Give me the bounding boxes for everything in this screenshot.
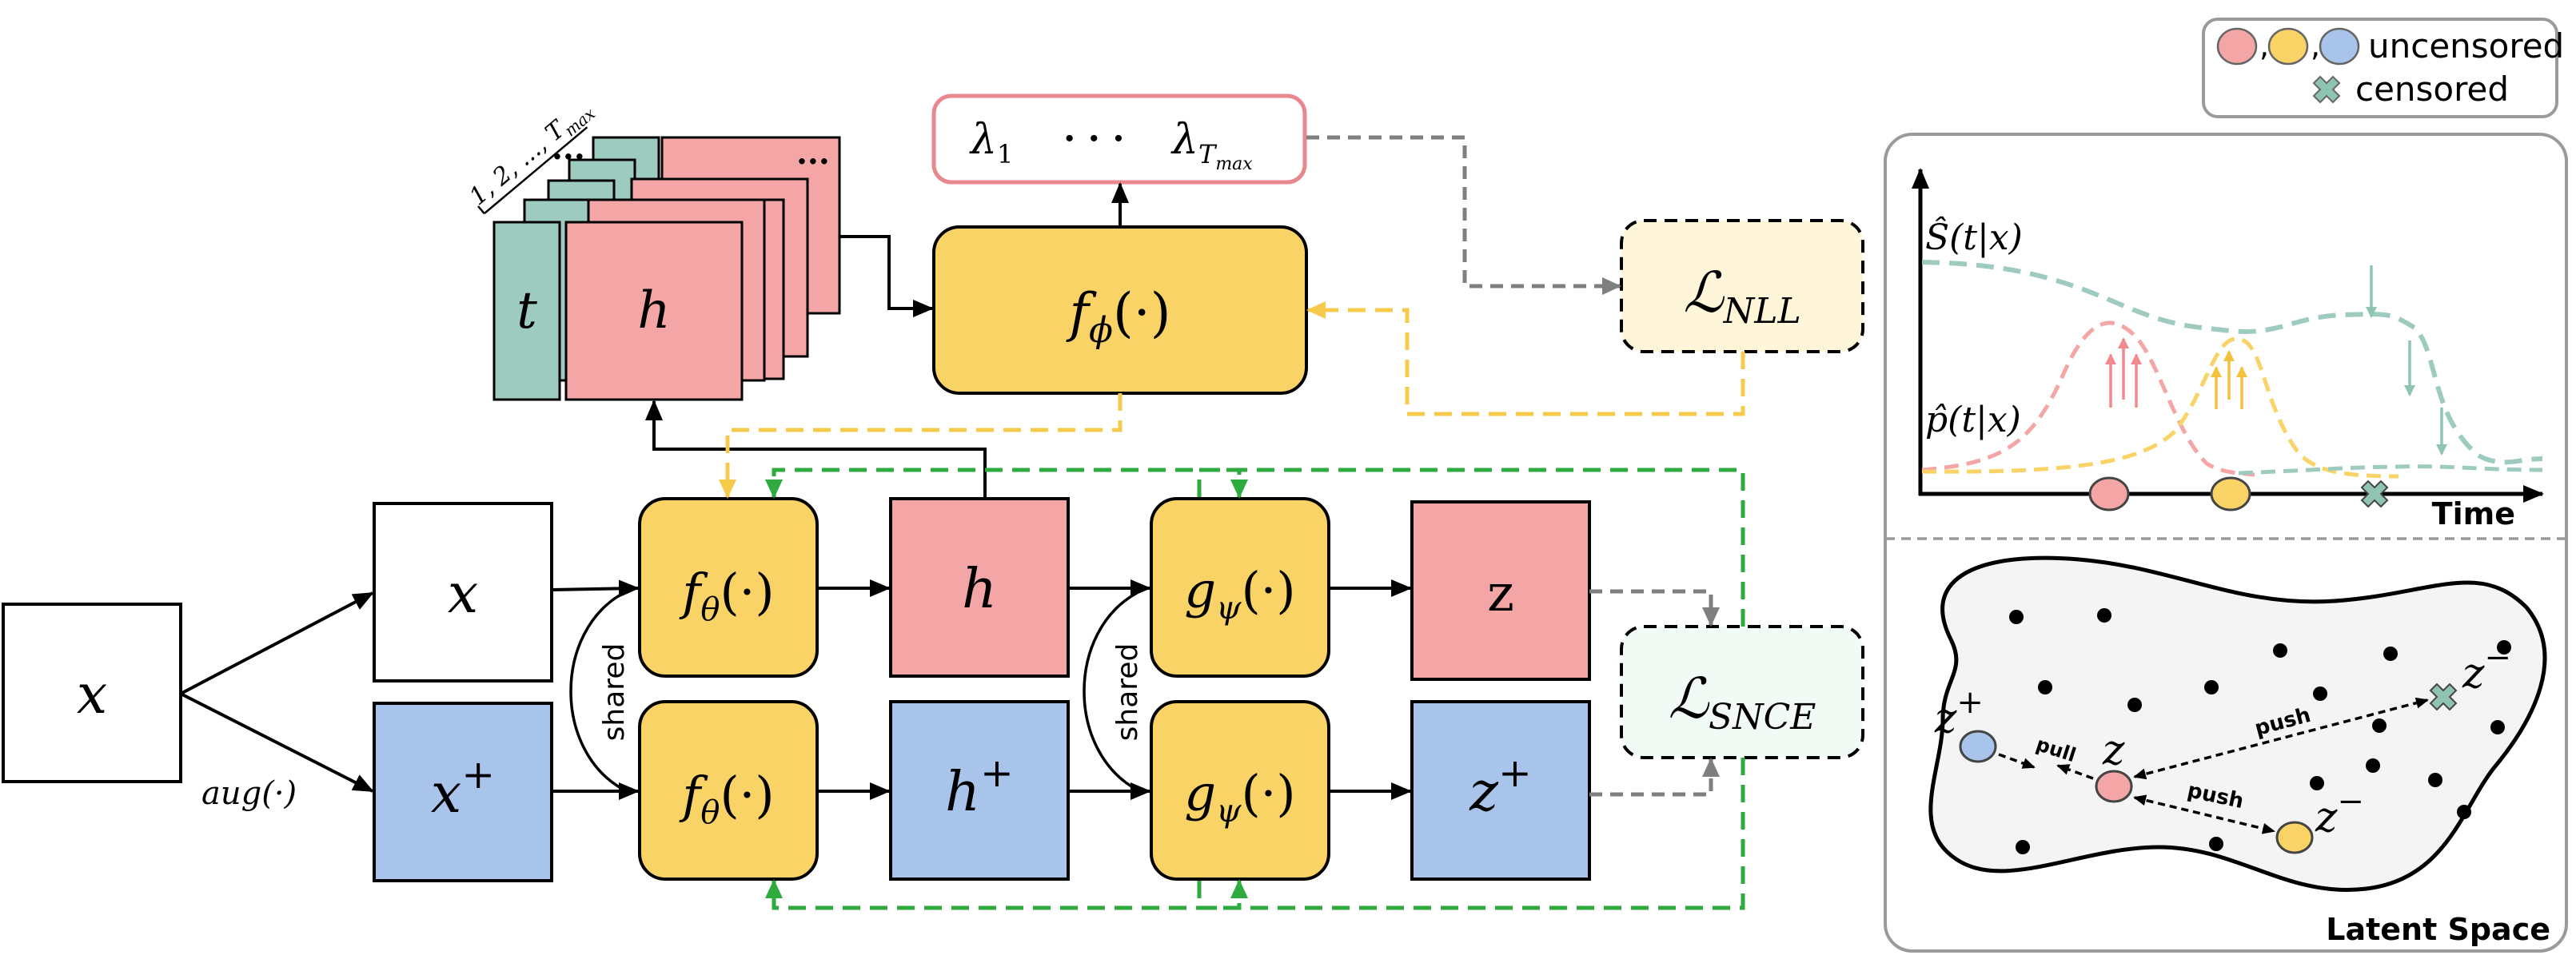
h-plus-box bbox=[889, 700, 1070, 881]
p-hat-label: p̂(t|x) bbox=[1925, 400, 2021, 440]
gray-dashed-arrows bbox=[1306, 135, 1720, 797]
black-arrows bbox=[180, 182, 1412, 800]
nll-loss-box: ℒNLL bbox=[1620, 219, 1864, 353]
latent-z-plus-label: z+ bbox=[1934, 684, 1984, 742]
legend-yellow-dot bbox=[2267, 27, 2309, 66]
shared-label-psi: shared bbox=[1111, 643, 1144, 742]
lambda-dots: · · · bbox=[1063, 118, 1125, 159]
survival-curve bbox=[1921, 260, 2543, 465]
latent-z-dot bbox=[2095, 770, 2133, 803]
event-pink-marker bbox=[2088, 476, 2130, 511]
x-plus-label: x+ bbox=[431, 751, 495, 826]
g-psi-bottom-label: gψ(·) bbox=[1184, 764, 1295, 830]
yellow-density bbox=[1921, 336, 2399, 479]
x-plus-box bbox=[373, 702, 553, 882]
f-theta-bottom-label: fθ(·) bbox=[679, 766, 774, 831]
hazard-output-box: λ1 · · · λTmax bbox=[931, 94, 1307, 185]
s-hat-label: Ŝ(t|x) bbox=[1925, 216, 2023, 258]
survival-plot: Ŝ(t|x) p̂(t|x) Time bbox=[1912, 168, 2544, 531]
g-psi-top-label: gψ(·) bbox=[1184, 561, 1295, 627]
z-label: z bbox=[1487, 564, 1514, 623]
stack-t-slice bbox=[492, 221, 561, 401]
stack-t-label: t bbox=[516, 281, 537, 340]
latent-z-minus-1-label: z− bbox=[2462, 639, 2511, 698]
latent-z-minus-2-label: z− bbox=[2315, 783, 2364, 842]
legend-uncensored: uncensored bbox=[2368, 26, 2564, 66]
snce-loss-box: ℒSNCE bbox=[1620, 625, 1864, 759]
legend-pink-dot bbox=[2216, 27, 2258, 66]
stack-dots-pink: ··· bbox=[796, 143, 830, 181]
legend: , , uncensored censored bbox=[2202, 18, 2564, 118]
yellow-up-arrows bbox=[2211, 350, 2247, 409]
pink-up-arrows bbox=[2105, 337, 2142, 408]
latent-z-label: z bbox=[2102, 726, 2125, 774]
lambda-tmax: λTmax bbox=[1170, 116, 1253, 174]
yellow-dashed-arrows bbox=[719, 301, 1745, 499]
pull-arrows bbox=[1998, 753, 2094, 780]
h-label: h bbox=[962, 558, 997, 621]
z-plus-label: z+ bbox=[1469, 750, 1532, 824]
x-label: x bbox=[448, 563, 478, 626]
stack-h-slice bbox=[564, 221, 744, 401]
x-box bbox=[373, 502, 553, 682]
aug-label: aug(·) bbox=[201, 775, 297, 812]
legend-censored: censored bbox=[2355, 70, 2509, 109]
snce-loss-label: ℒSNCE bbox=[1669, 666, 1816, 738]
hazard-input-stack: 1, 2, ..., Tmax ··· ··· t h bbox=[465, 104, 841, 401]
z-plus-box bbox=[1410, 700, 1591, 881]
pink-density bbox=[1921, 320, 2255, 477]
lambda-1: λ1 bbox=[969, 116, 1013, 169]
g-psi-top-box bbox=[1150, 497, 1330, 678]
nll-loss-label: ℒNLL bbox=[1683, 260, 1800, 332]
f-phi-label: fϕ(·) bbox=[1066, 282, 1171, 351]
censored-marker-x-icon bbox=[2360, 480, 2389, 508]
shared-label-theta: shared bbox=[598, 643, 631, 742]
f-phi-box: fϕ(·) bbox=[932, 225, 1308, 395]
legend-blue-dot bbox=[2319, 27, 2360, 66]
g-psi-bottom-box bbox=[1150, 700, 1330, 881]
censored-x-icon bbox=[2312, 75, 2341, 104]
shared-arc-theta bbox=[569, 591, 624, 791]
time-label: Time bbox=[2432, 496, 2515, 531]
input-x-box bbox=[2, 603, 182, 783]
latent-z-plus-dot bbox=[1959, 730, 1997, 763]
legend-comma-1: , bbox=[2259, 28, 2269, 63]
h-plus-label: h+ bbox=[945, 750, 1014, 824]
teal-density bbox=[2238, 464, 2543, 476]
event-yellow-marker bbox=[2210, 476, 2251, 511]
green-dashed-arrows bbox=[765, 468, 1745, 910]
latent-space-title: Latent Space bbox=[2326, 912, 2550, 947]
latent-space: z+ z z− z− pull push push Latent Space bbox=[1928, 555, 2550, 947]
input-x-label: x bbox=[77, 663, 107, 726]
teal-down-arrows bbox=[2366, 265, 2447, 456]
stack-h-label: h bbox=[637, 281, 670, 340]
h-box bbox=[889, 497, 1070, 678]
latent-z-minus-dot bbox=[2275, 821, 2314, 854]
legend-comma-2: , bbox=[2311, 28, 2320, 63]
f-theta-top-label: fθ(·) bbox=[679, 563, 774, 628]
push-arrow-1 bbox=[2133, 697, 2429, 780]
latent-z-minus-censored-x-icon bbox=[2429, 682, 2458, 711]
z-box bbox=[1410, 500, 1591, 681]
shared-arc-psi bbox=[1083, 591, 1138, 791]
